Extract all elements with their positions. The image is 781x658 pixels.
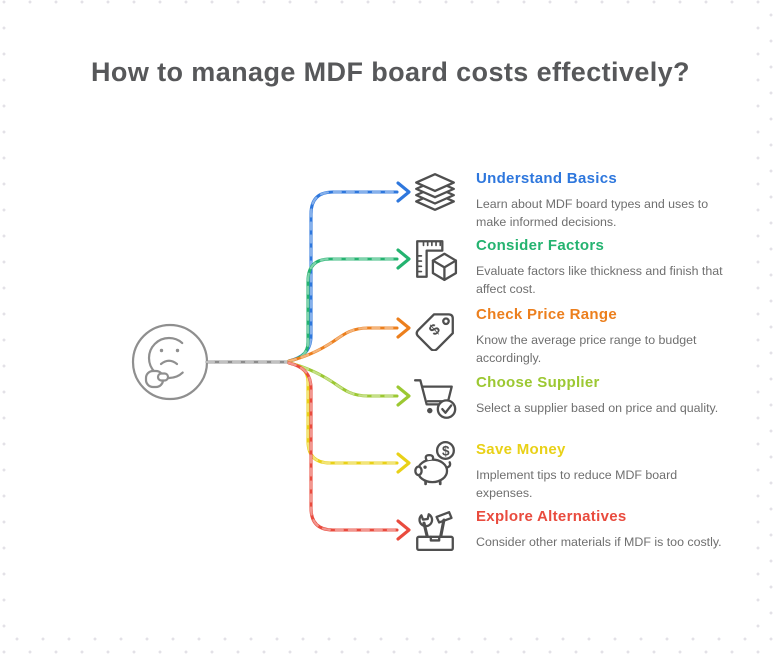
layers-icon — [415, 173, 455, 211]
ruler-cube-icon — [416, 240, 458, 282]
step-save-money: $ Save Money Implement tips to reduce MD… — [412, 440, 742, 502]
shopping-cart-icon — [413, 379, 457, 419]
step-description: Select a supplier based on price and qua… — [476, 401, 719, 415]
step-label: Explore Alternatives — [476, 508, 627, 525]
step-label: Check Price Range — [476, 306, 617, 323]
step-description: Consider other materials if MDF is too c… — [476, 535, 722, 549]
piggy-bank-icon: $ — [414, 440, 455, 486]
step-description: Implement tips to reduce MDF board expen… — [476, 468, 678, 500]
step-description: Learn about MDF board types and uses to … — [476, 197, 709, 229]
step-label: Save Money — [476, 441, 566, 458]
page-title: How to manage MDF board costs effectivel… — [91, 57, 690, 87]
step-label: Choose Supplier — [476, 374, 600, 391]
step-explore-alternatives: Explore Alternatives Consider other mate… — [412, 507, 742, 553]
toolbox-icon — [416, 511, 454, 552]
step-description: Evaluate factors like thickness and fini… — [476, 264, 723, 296]
step-understand-basics: Understand Basics Learn about MDF board … — [412, 169, 742, 231]
step-label: Consider Factors — [476, 237, 605, 254]
price-tag-icon: $ — [415, 313, 454, 351]
step-choose-supplier: Choose Supplier Select a supplier based … — [412, 373, 742, 419]
step-check-price-range: $ Check Price Range Know the average pri… — [412, 305, 742, 367]
step-consider-factors: Consider Factors Evaluate factors like t… — [412, 236, 742, 298]
step-description: Know the average price range to budget a… — [476, 333, 697, 365]
svg-text:$: $ — [442, 444, 450, 459]
step-label: Understand Basics — [476, 170, 617, 187]
